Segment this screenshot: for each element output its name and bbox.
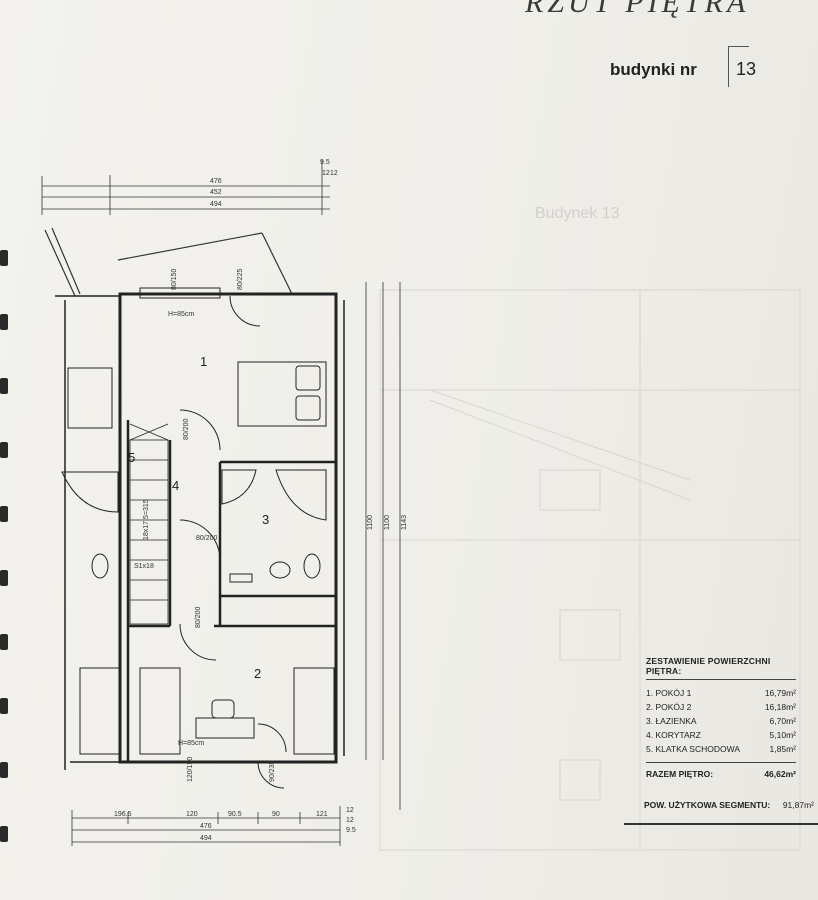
door-dim-corridor-top: 80/200 — [183, 418, 190, 440]
door-dim-bathroom: 80/200 — [196, 535, 218, 542]
area-row-name: 3. ŁAZIENKA — [646, 716, 697, 726]
beds — [67, 361, 335, 755]
dim-90: 90 — [272, 811, 280, 818]
dim-494-top: 494 — [210, 201, 222, 208]
area-row-value: 6,70m² — [769, 716, 796, 726]
stairs — [129, 423, 169, 625]
area-summary-title: ZESTAWIENIE POWIERZCHNI PIĘTRA: — [646, 656, 796, 680]
room-4-label: 4 — [172, 478, 179, 493]
area-summary-table: ZESTAWIENIE POWIERZCHNI PIĘTRA: 1. POKÓJ… — [646, 656, 796, 779]
dim-120: 120 — [186, 811, 198, 818]
bleed-through-label: Budynek 13 — [535, 205, 620, 222]
room-1-label: 1 — [200, 354, 207, 369]
area-total-value: 46,62m² — [764, 769, 796, 779]
dim-12-bottom-a: 12 — [346, 807, 354, 814]
area-row-name: 4. KORYTARZ — [646, 730, 701, 740]
dim-12-bottom-b: 12 — [346, 817, 354, 824]
bleed-through-drawing — [379, 289, 801, 851]
dim-1143: 1143 — [401, 515, 408, 530]
dim-476-top: 476 — [210, 178, 222, 185]
spiral-binding — [0, 250, 12, 890]
top-dimensions — [41, 160, 330, 215]
dim-12-top-b: 12 — [330, 170, 338, 177]
dim-1100-a: 1100 — [367, 515, 374, 530]
dim-121: 121 — [316, 811, 328, 818]
desk — [195, 699, 255, 739]
door-dim-corridor-bottom: 80/200 — [195, 606, 202, 628]
usable-area-underline — [624, 823, 818, 825]
interior-walls — [126, 420, 336, 762]
stairs-note: S1x18 — [134, 563, 154, 570]
area-row: 3. ŁAZIENKA 6,70m² — [646, 714, 796, 728]
door-swings — [179, 295, 287, 789]
dim-9-5-bottom: 9.5 — [346, 827, 356, 834]
area-row-value: 16,79m² — [764, 688, 796, 698]
dim-196-5: 196.5 — [114, 811, 132, 818]
bottom-dimensions — [71, 806, 341, 846]
stairs-run-note: 18x17.5=315 — [143, 499, 150, 540]
area-row-name: 5. KLATKA SCHODOWA — [646, 744, 740, 754]
right-dimensions — [365, 282, 401, 810]
area-row: 5. KLATKA SCHODOWA 1,85m² — [646, 742, 796, 756]
area-row-name: 1. POKÓJ 1 — [646, 688, 692, 698]
area-total-row: RAZEM PIĘTRO: 46,62m² — [646, 762, 796, 779]
building-number-bracket — [728, 46, 749, 87]
dim-476-bottom: 476 — [200, 823, 212, 830]
area-row-value: 1,85m² — [769, 744, 796, 754]
door-dim-balcony-b: 80/225 — [237, 268, 244, 290]
area-row: 1. POKÓJ 1 16,79m² — [646, 686, 796, 700]
usable-area-value: 91,87m² — [782, 800, 814, 810]
area-row-value: 5,10m² — [769, 730, 796, 740]
building-number: 13 — [736, 59, 757, 79]
page-title: RZUT PIĘTRA — [525, 0, 750, 19]
door-dim-window-bottom: 120/150 — [187, 757, 194, 782]
neighbor-walls — [55, 294, 345, 770]
sill-note-top: H=85cm — [168, 311, 194, 318]
room-3-label: 3 — [262, 512, 269, 527]
area-row-name: 2. POKÓJ 2 — [646, 702, 692, 712]
dim-1100-b: 1100 — [384, 515, 391, 530]
usable-area-row: POW. UŻYTKOWA SEGMENTU: 91,87m² — [644, 800, 814, 810]
area-row-value: 16,18m² — [764, 702, 796, 712]
room-5-label: 5 — [128, 450, 135, 465]
door-dim-bottom-door: 90/235 — [269, 760, 276, 782]
room-2-label: 2 — [254, 666, 261, 681]
dim-494-bottom: 494 — [200, 835, 212, 842]
dim-452-top: 452 — [210, 189, 222, 196]
sill-note-bottom: H=85cm — [178, 740, 204, 747]
usable-area-label: POW. UŻYTKOWA SEGMENTU: — [644, 800, 771, 810]
area-total-label: RAZEM PIĘTRO: — [646, 769, 714, 779]
building-label: budynki nr — [610, 60, 697, 79]
door-dim-balcony-a: 80/150 — [171, 268, 178, 290]
balcony-walls — [44, 227, 293, 297]
bathroom-fixtures — [61, 469, 327, 583]
dim-12-top-a: 12 — [322, 170, 330, 177]
outer-walls — [118, 292, 338, 764]
dim-9-5-top: 9.5 — [320, 159, 330, 166]
area-row: 2. POKÓJ 2 16,18m² — [646, 700, 796, 714]
dim-90-5: 90.5 — [228, 811, 242, 818]
area-row: 4. KORYTARZ 5,10m² — [646, 728, 796, 742]
